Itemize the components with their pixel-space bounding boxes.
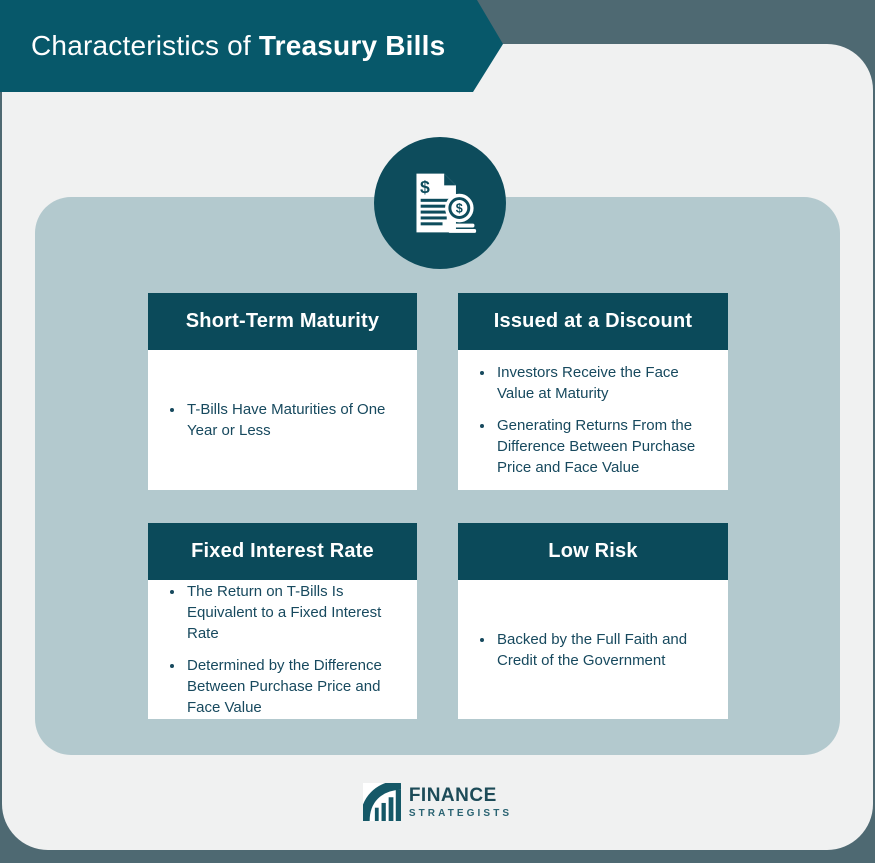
card-body: T-Bills Have Maturities of One Year or L…	[148, 350, 417, 490]
bullet-item: The Return on T-Bills Is Equivalent to a…	[185, 581, 401, 644]
brand-name-primary: FINANCE	[408, 785, 497, 806]
finance-strategists-logo-icon	[362, 783, 401, 821]
bullet-list: T-Bills Have Maturities of One Year or L…	[148, 399, 417, 441]
treasury-bill-document-icon: $ $	[416, 173, 477, 233]
bullet-item: Backed by the Full Faith and Credit of t…	[495, 629, 712, 671]
card-fixed-interest-rate: Fixed Interest Rate The Return on T-Bill…	[148, 523, 417, 719]
brand-name-secondary: STRATEGISTS	[408, 808, 513, 819]
card-title: Issued at a Discount	[458, 293, 728, 350]
card-title: Short-Term Maturity	[148, 293, 417, 350]
page-title-regular: Characteristics of	[31, 30, 251, 61]
card-low-risk: Low Risk Backed by the Full Faith and Cr…	[458, 523, 728, 719]
card-short-term-maturity: Short-Term Maturity T-Bills Have Maturit…	[148, 293, 417, 490]
bullet-list: Investors Receive the Face Value at Matu…	[458, 362, 728, 478]
card-title: Low Risk	[458, 523, 728, 580]
hero-circle-badge: $ $	[374, 137, 506, 269]
bullet-list: Backed by the Full Faith and Credit of t…	[458, 629, 728, 671]
footer-brand: FINANCE STRATEGISTS	[0, 783, 875, 821]
bullet-item: Determined by the Difference Between Pur…	[185, 655, 401, 718]
card-body: Backed by the Full Faith and Credit of t…	[458, 580, 728, 719]
bullet-item: Generating Returns From the Difference B…	[495, 415, 712, 478]
bullet-item: Investors Receive the Face Value at Matu…	[495, 362, 712, 404]
bullet-list: The Return on T-Bills Is Equivalent to a…	[148, 581, 417, 718]
card-body: Investors Receive the Face Value at Matu…	[458, 350, 728, 490]
card-body: The Return on T-Bills Is Equivalent to a…	[148, 580, 417, 719]
svg-text:$: $	[456, 202, 463, 216]
card-title: Fixed Interest Rate	[148, 523, 417, 580]
card-issued-at-a-discount: Issued at a Discount Investors Receive t…	[458, 293, 728, 490]
page-title-bold: Treasury Bills	[258, 30, 446, 61]
bullet-item: T-Bills Have Maturities of One Year or L…	[185, 399, 401, 441]
logo-text: FINANCE STRATEGISTS	[409, 783, 512, 819]
svg-text:$: $	[420, 177, 430, 197]
